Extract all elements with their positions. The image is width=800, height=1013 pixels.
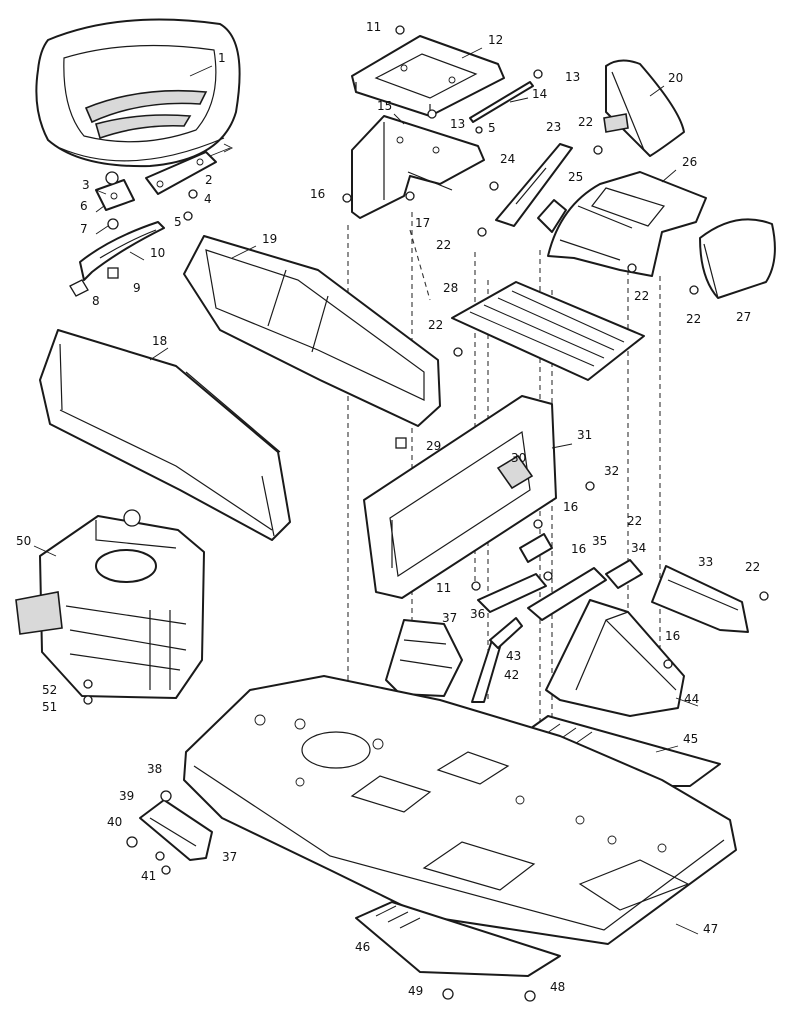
dash-panel: [547, 171, 707, 277]
seat-bracket: [145, 143, 234, 195]
part-callout: 42: [504, 668, 519, 682]
rear-plate: [355, 901, 561, 1002]
throttle-bracket: [477, 199, 567, 237]
part-callout: 16: [571, 542, 586, 556]
part-callout: 16: [310, 187, 325, 201]
part-callout: 14: [532, 87, 547, 101]
part-callout: 1: [218, 51, 226, 65]
part-callout: 28: [443, 281, 458, 295]
hood-brackets: [471, 519, 643, 621]
part-callout: 34: [631, 541, 646, 555]
part-callout: 11: [436, 581, 451, 595]
side-panel: [651, 565, 769, 633]
part-callout: 49: [408, 984, 423, 998]
part-callout: 18: [152, 334, 167, 348]
part-callout: 26: [682, 155, 697, 169]
front-grille: [363, 395, 595, 599]
part-callout: 13: [565, 70, 580, 84]
part-callout: 23: [546, 120, 561, 134]
part-callout: 46: [355, 940, 370, 954]
part-callout: 5: [174, 215, 182, 229]
seat-pivot-plate: [95, 179, 135, 211]
part-callout: 41: [141, 869, 156, 883]
hood: [39, 329, 291, 541]
rear-bracket: [385, 619, 463, 697]
part-callout: 17: [415, 216, 430, 230]
brace: [471, 617, 523, 703]
leader-lines: [33, 47, 699, 935]
part-callout: 52: [42, 683, 57, 697]
part-callout: 22: [428, 318, 443, 332]
part-callout: 38: [147, 762, 162, 776]
part-callout: 9: [133, 281, 141, 295]
part-callout: 16: [665, 629, 680, 643]
part-callout: 11: [366, 20, 381, 34]
frame: [183, 675, 737, 945]
part-callout: 37: [222, 850, 237, 864]
part-callout: 22: [627, 514, 642, 528]
part-callout: 2: [205, 173, 213, 187]
part-callout: 20: [668, 71, 683, 85]
axle-bracket: [126, 790, 213, 875]
part-callout: 36: [470, 607, 485, 621]
seat: [35, 18, 241, 168]
part-callout: 6: [80, 199, 88, 213]
part-callout: 22: [634, 289, 649, 303]
part-callout: 35: [592, 534, 607, 548]
part-callout: 8: [92, 294, 100, 308]
part-callout: 44: [684, 692, 699, 706]
part-callout: 51: [42, 700, 57, 714]
part-callout: 37: [442, 611, 457, 625]
seat-support: [342, 115, 485, 219]
part-callout: 29: [426, 439, 441, 453]
front-support: [545, 599, 685, 717]
fuel-tank-cap: [689, 218, 776, 299]
part-callout: 31: [577, 428, 592, 442]
console-grille: [183, 235, 441, 449]
part-callout: 19: [262, 232, 277, 246]
step-plate: [451, 281, 645, 381]
part-callout: 47: [703, 922, 718, 936]
part-callout: 24: [500, 152, 515, 166]
console-plate: [489, 143, 573, 227]
part-callout: 48: [550, 980, 565, 994]
part-callout: 25: [568, 170, 583, 184]
part-callout: 40: [107, 815, 122, 829]
part-callout: 13: [450, 117, 465, 131]
part-callout: 3: [82, 178, 90, 192]
part-callout: 43: [506, 649, 521, 663]
part-callout: 12: [488, 33, 503, 47]
engine: [15, 509, 205, 705]
part-callout: 22: [436, 238, 451, 252]
part-callout: 32: [604, 464, 619, 478]
part-callout: 33: [698, 555, 713, 569]
seat-spring: [79, 221, 165, 281]
part-callout: 22: [578, 115, 593, 129]
steering-cover: [593, 59, 685, 157]
part-callout: 10: [150, 246, 165, 260]
part-callout: 50: [16, 534, 31, 548]
part-callout: 5: [488, 121, 496, 135]
part-callout: 4: [204, 192, 212, 206]
bracket-pin: [395, 25, 543, 134]
part-callout: 16: [563, 500, 578, 514]
part-callout: 27: [736, 310, 751, 324]
part-callout: 15: [377, 99, 392, 113]
seat-hardware: [69, 171, 198, 297]
part-callout: 39: [119, 789, 134, 803]
part-callout: 7: [80, 222, 88, 236]
part-callout: 22: [745, 560, 760, 574]
part-callout: 22: [686, 312, 701, 326]
part-callout: 45: [683, 732, 698, 746]
part-callout: 30: [511, 451, 526, 465]
